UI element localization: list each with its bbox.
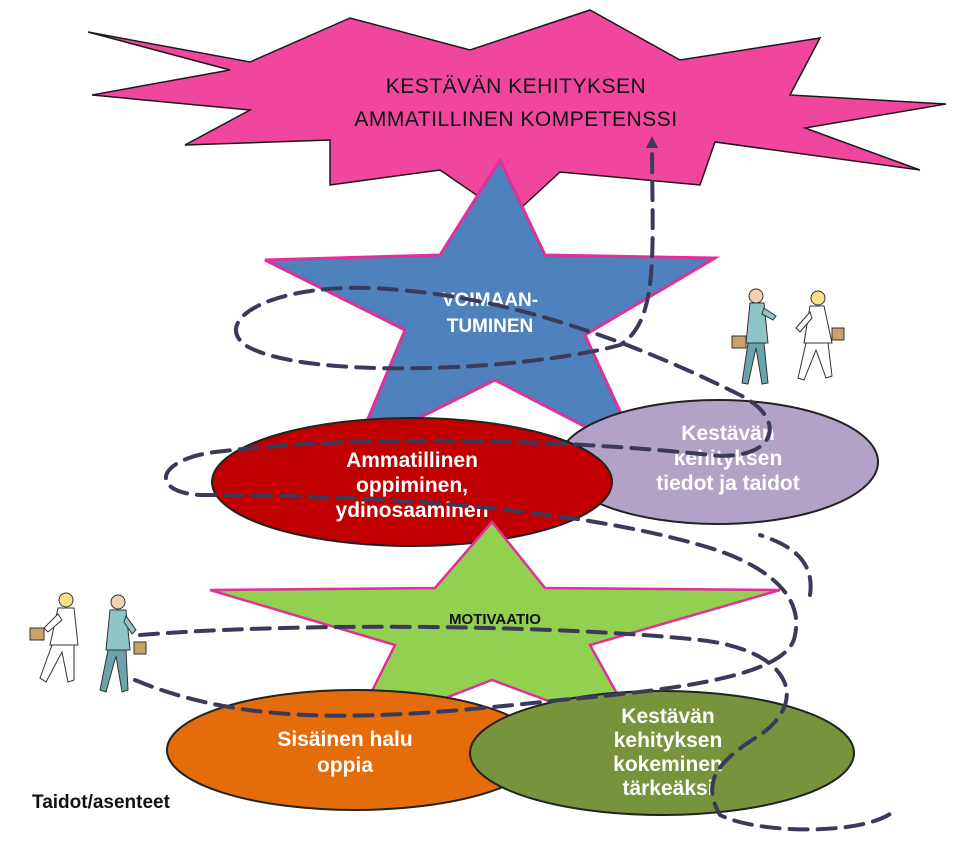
spiral-lower-return [758, 533, 813, 597]
importance-line1: Kestävän [621, 705, 714, 728]
core-learning-oval [211, 417, 613, 547]
spiral-lower-ring [138, 624, 897, 832]
knowledge-line3: tiedot ja taidot [656, 472, 800, 495]
knowledge-line2: kehityksen [674, 447, 783, 470]
competence-title-line1: KESTÄVÄN KEHITYKSEN [386, 75, 646, 98]
competence-burst [87, 9, 947, 219]
knowledge-line1: Kestävän [681, 422, 774, 445]
spiral-path [133, 136, 799, 718]
importance-line4: tärkeäksi [622, 777, 713, 800]
importance-line2: kehityksen [614, 729, 723, 752]
walking-people-icon [731, 288, 845, 385]
walking-people-icon-left [29, 592, 147, 693]
core-learning-line2: oppiminen, [356, 474, 468, 497]
inner-desire-line2: oppia [317, 754, 373, 777]
core-learning-line1: Ammatillinen [346, 449, 478, 472]
empowerment-label-line2: TUMINEN [447, 316, 534, 337]
motivation-label: MOTIVAATIO [449, 611, 541, 628]
inner-desire-line1: Sisäinen halu [277, 728, 412, 751]
empowerment-star [264, 156, 721, 459]
empowerment-label-line1: VOIMAAN- [442, 290, 538, 311]
importance-line3: kokeminen [613, 753, 723, 776]
skills-attitudes-label: Taidot/asenteet [32, 792, 170, 813]
competence-title-line2: AMMATILLINEN KOMPETENSSI [354, 108, 677, 131]
